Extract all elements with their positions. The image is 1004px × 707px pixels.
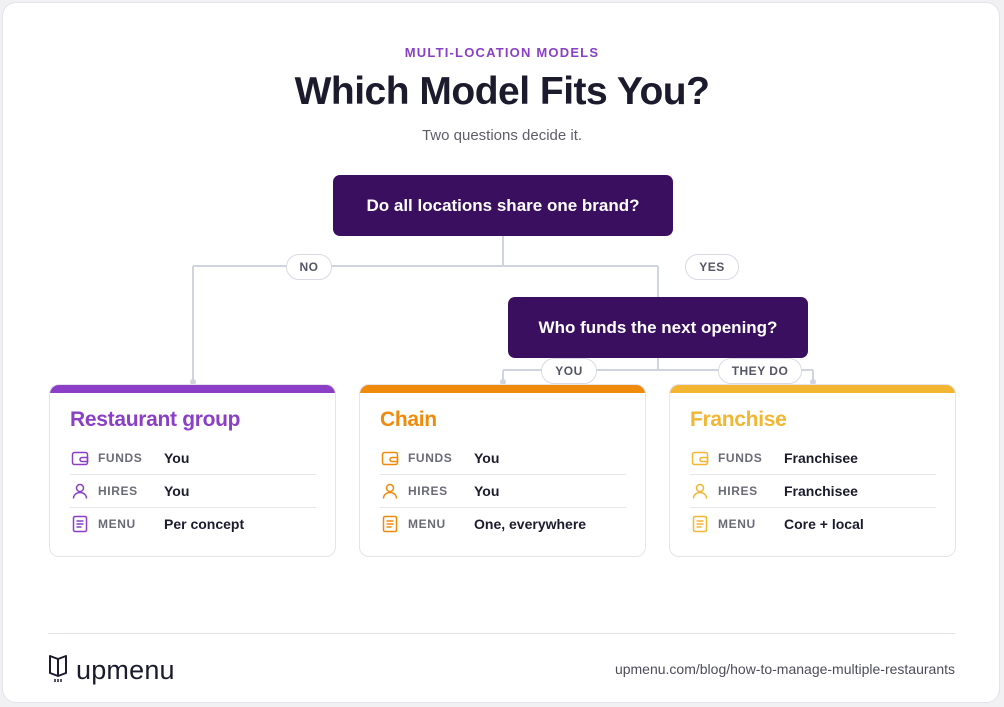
- brand-wordmark: upmenu: [76, 655, 175, 685]
- row-value: You: [164, 449, 190, 466]
- row-value: One, everywhere: [474, 515, 587, 532]
- card-restaurant-group: Restaurant group FUNDS You HIRES You MEN…: [49, 384, 336, 557]
- connector-dot-franchise: [810, 379, 816, 385]
- menu-document-icon: [380, 514, 400, 534]
- branch-label-no: NO: [286, 254, 332, 280]
- row-label: MENU: [718, 516, 756, 531]
- card-title: Chain: [380, 408, 437, 431]
- card-chain: Chain FUNDS You HIRES You MENU One, ever…: [359, 384, 646, 557]
- connector-no-branch: [192, 265, 658, 382]
- card-title: Restaurant group: [70, 408, 241, 431]
- branch-label-yes: YES: [685, 254, 739, 280]
- person-icon: [690, 481, 710, 501]
- card-row-menu: MENU Core + local: [690, 507, 936, 540]
- card-accent-bar: [50, 385, 335, 393]
- row-value: Core + local: [784, 515, 864, 532]
- card-row-hires: HIRES Franchisee: [690, 474, 936, 508]
- row-value: You: [474, 449, 500, 466]
- brand-logo: upmenu: [48, 653, 175, 688]
- page-subtitle: Two questions decide it.: [421, 127, 583, 144]
- row-label: MENU: [408, 516, 446, 531]
- row-label: FUNDS: [718, 450, 763, 465]
- menu-document-icon: [70, 514, 90, 534]
- menu-document-icon: [690, 514, 710, 534]
- card-row-hires: HIRES You: [380, 474, 626, 508]
- row-value: You: [164, 482, 190, 499]
- card-row-menu: MENU One, everywhere: [380, 507, 626, 540]
- row-label: FUNDS: [98, 450, 143, 465]
- wallet-icon: [690, 448, 710, 468]
- row-value: Per concept: [164, 515, 245, 532]
- card-row-hires: HIRES You: [70, 474, 316, 508]
- connector-dot-chain: [500, 379, 506, 385]
- row-label: FUNDS: [408, 450, 453, 465]
- eyebrow-label: MULTI-LOCATION MODELS: [404, 45, 600, 60]
- row-label: MENU: [98, 516, 136, 531]
- person-icon: [380, 481, 400, 501]
- card-accent-bar: [360, 385, 645, 393]
- question-brand: Do all locations share one brand?: [333, 175, 673, 236]
- person-icon: [70, 481, 90, 501]
- card-title: Franchise: [690, 408, 787, 431]
- card-franchise: Franchise FUNDS Franchisee HIRES Franchi…: [669, 384, 956, 557]
- row-label: HIRES: [408, 483, 448, 498]
- card-row-funds: FUNDS You: [380, 441, 626, 475]
- question-funding: Who funds the next opening?: [508, 297, 808, 358]
- card-row-funds: FUNDS You: [70, 441, 316, 475]
- card-row-funds: FUNDS Franchisee: [690, 441, 936, 475]
- row-value: You: [474, 482, 500, 499]
- wallet-icon: [380, 448, 400, 468]
- card-row-menu: MENU Per concept: [70, 507, 316, 540]
- row-label: HIRES: [98, 483, 138, 498]
- wallet-icon: [70, 448, 90, 468]
- page-title: Which Model Fits You?: [294, 70, 710, 113]
- branch-label-they-do: THEY DO: [718, 358, 802, 384]
- branch-label-you: YOU: [541, 358, 597, 384]
- upmenu-logo-icon: [48, 653, 68, 688]
- card-accent-bar: [670, 385, 955, 393]
- row-value: Franchisee: [784, 482, 858, 499]
- row-value: Franchisee: [784, 449, 858, 466]
- row-label: HIRES: [718, 483, 758, 498]
- footer-url: upmenu.com/blog/how-to-manage-multiple-r…: [614, 661, 955, 677]
- footer-divider: [48, 633, 955, 634]
- connector-dot-group: [190, 379, 196, 385]
